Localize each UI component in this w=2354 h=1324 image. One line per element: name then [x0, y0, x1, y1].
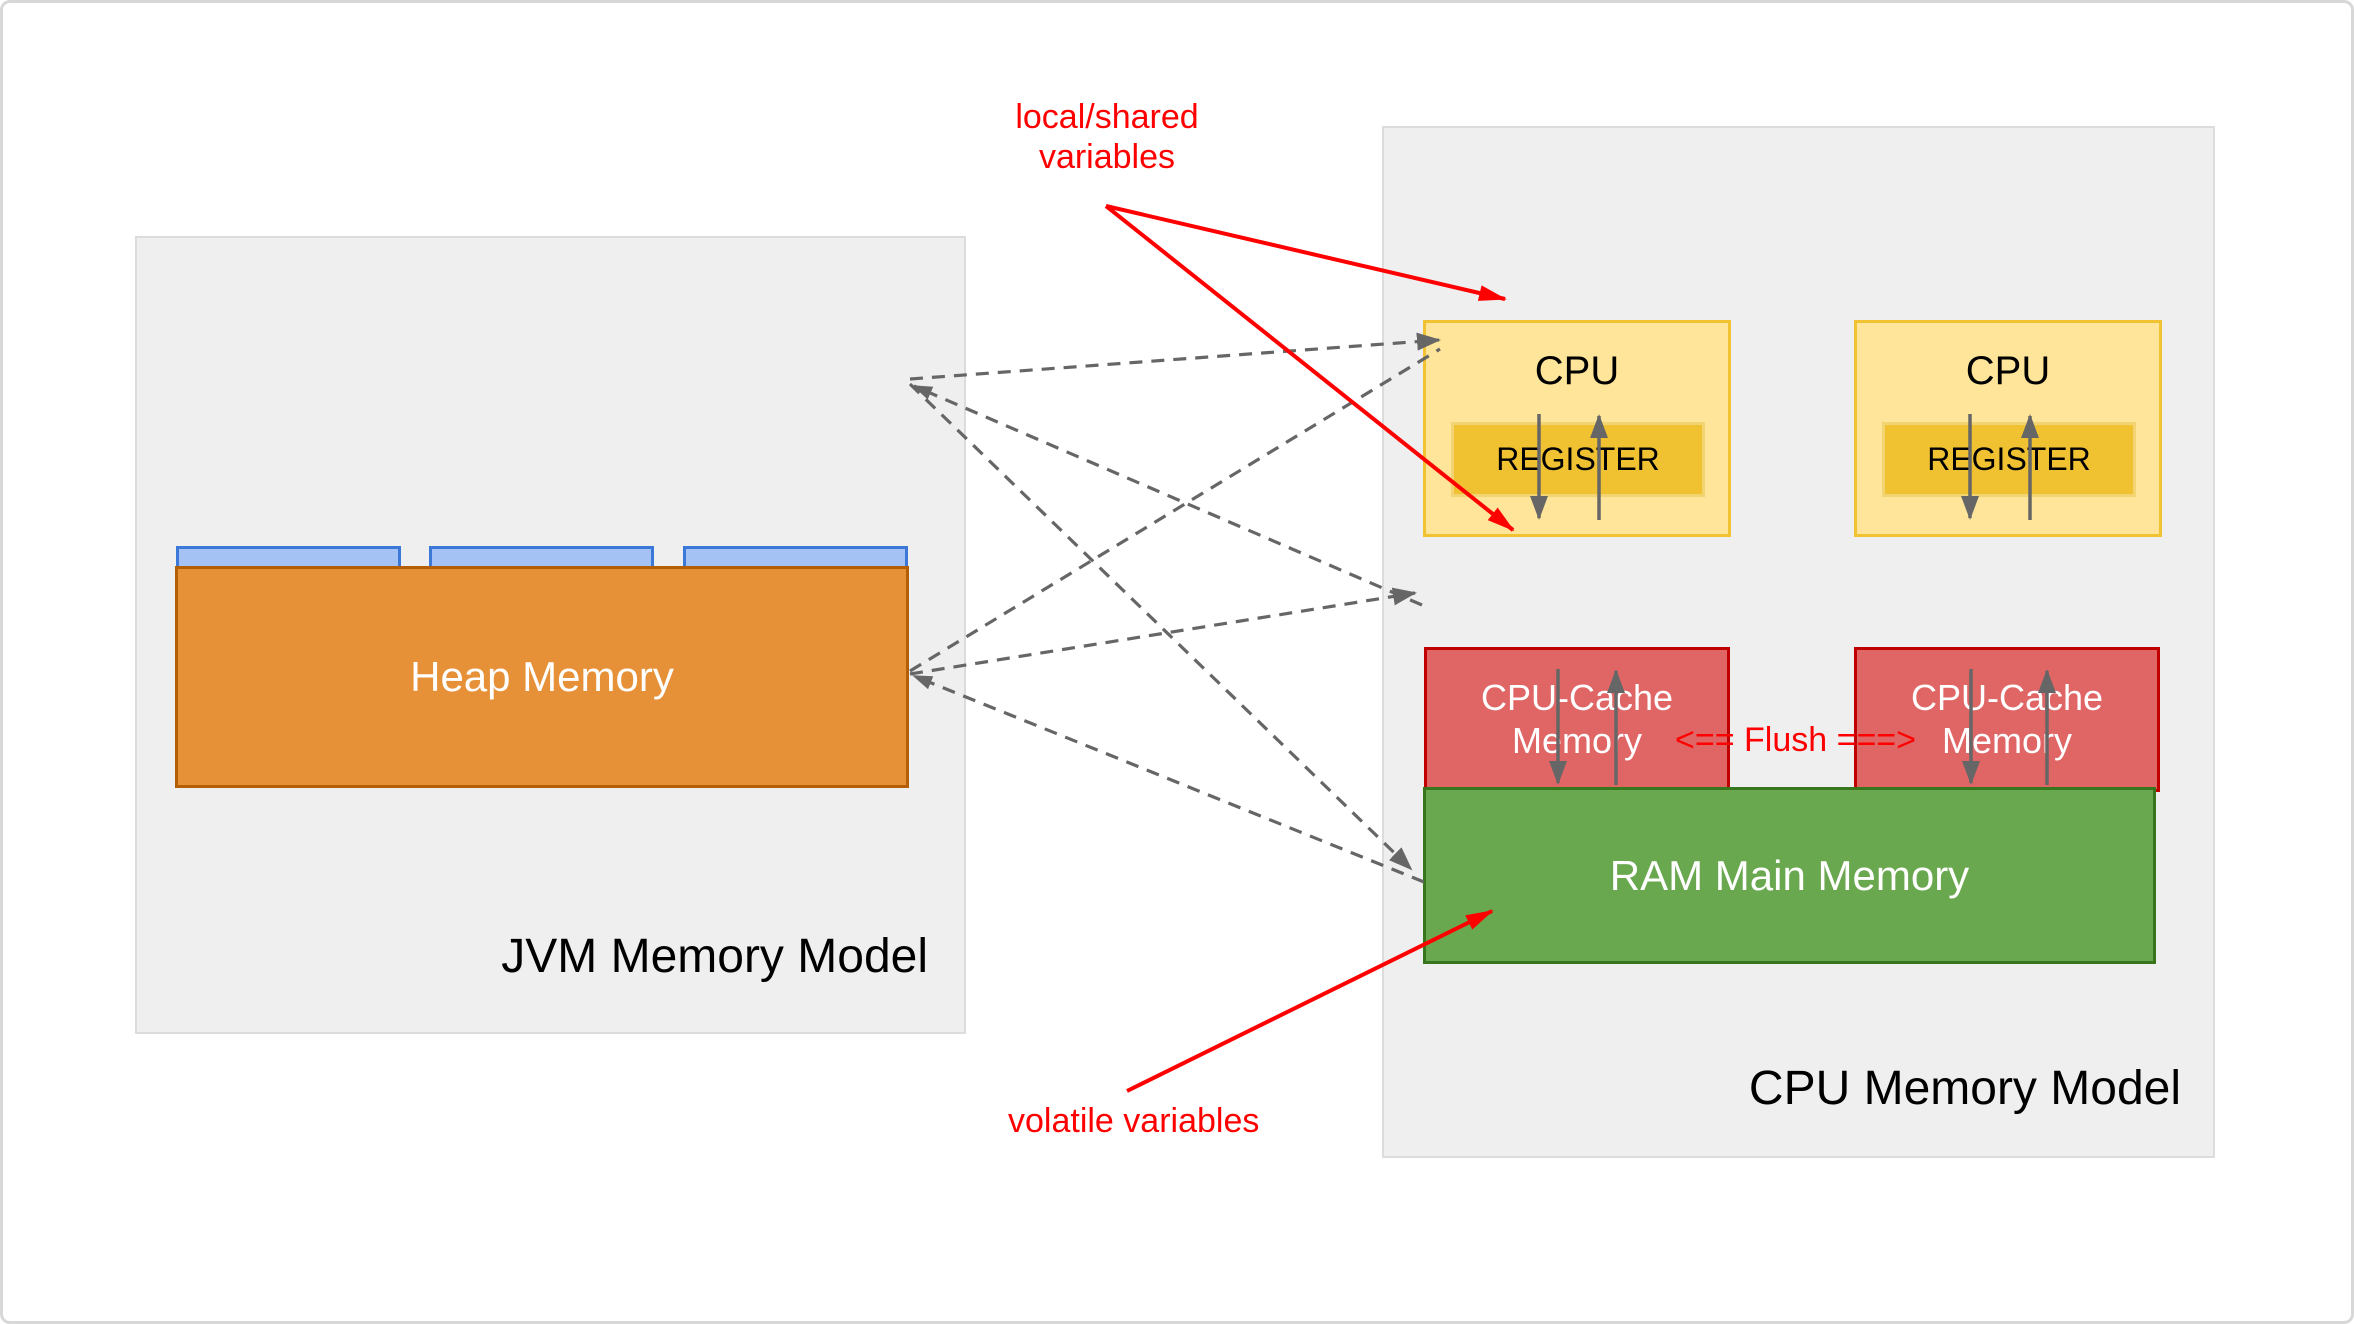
register-box-2: REGISTER: [1882, 422, 2136, 497]
jvm-model-title: JVM Memory Model: [501, 930, 928, 983]
dashed-thread-to-register-arrow: [909, 332, 1441, 381]
ram-main-memory-label: RAM Main Memory: [1609, 851, 1970, 899]
dashed-connectors: [908, 332, 1441, 884]
cpu-box-1: CPU REGISTER: [1423, 320, 1731, 537]
flush-label: <== Flush ===>: [1675, 721, 1917, 759]
cpu-memory-model-container: CPU REGISTER CPU REGISTER CPU-Cache Memo…: [1382, 126, 2215, 1158]
cpu-cache-box-1: CPU-Cache Memory: [1424, 647, 1730, 792]
dashed-heap-to-cache-arrow: [909, 587, 1417, 676]
volatile-variables-annotation: volatile variables: [1008, 1102, 1260, 1140]
dashed-thread-to-ram-arrow: [908, 382, 1413, 871]
local-shared-variables-annotation: local/shared variables: [1015, 98, 1199, 177]
jvm-memory-model-container: Thread Stack Thread Stack Thread Stack H…: [135, 236, 966, 1034]
cpu-model-title: CPU Memory Model: [1748, 1062, 2181, 1115]
register-label: REGISTER: [1496, 441, 1660, 477]
register-label: REGISTER: [1927, 441, 2091, 477]
heap-memory-label: Heap Memory: [410, 653, 674, 700]
ram-main-memory-box: RAM Main Memory: [1423, 787, 2156, 964]
dashed-cache-to-thread-arrow: [912, 384, 1423, 607]
cpu-label: CPU: [1534, 349, 1620, 393]
dashed-ram-to-heap-arrow: [912, 674, 1425, 884]
cpu-cache-label: CPU-Cache Memory: [1910, 677, 2104, 761]
cpu-cache-box-2: CPU-Cache Memory: [1854, 647, 2160, 792]
dashed-heap-to-register-line: [909, 347, 1441, 673]
cpu-box-2: CPU REGISTER: [1854, 320, 2162, 537]
heap-memory-box: Heap Memory: [175, 566, 909, 788]
cpu-cache-label: CPU-Cache Memory: [1480, 677, 1674, 761]
register-box-1: REGISTER: [1451, 422, 1705, 497]
cpu-label: CPU: [1965, 349, 2051, 393]
